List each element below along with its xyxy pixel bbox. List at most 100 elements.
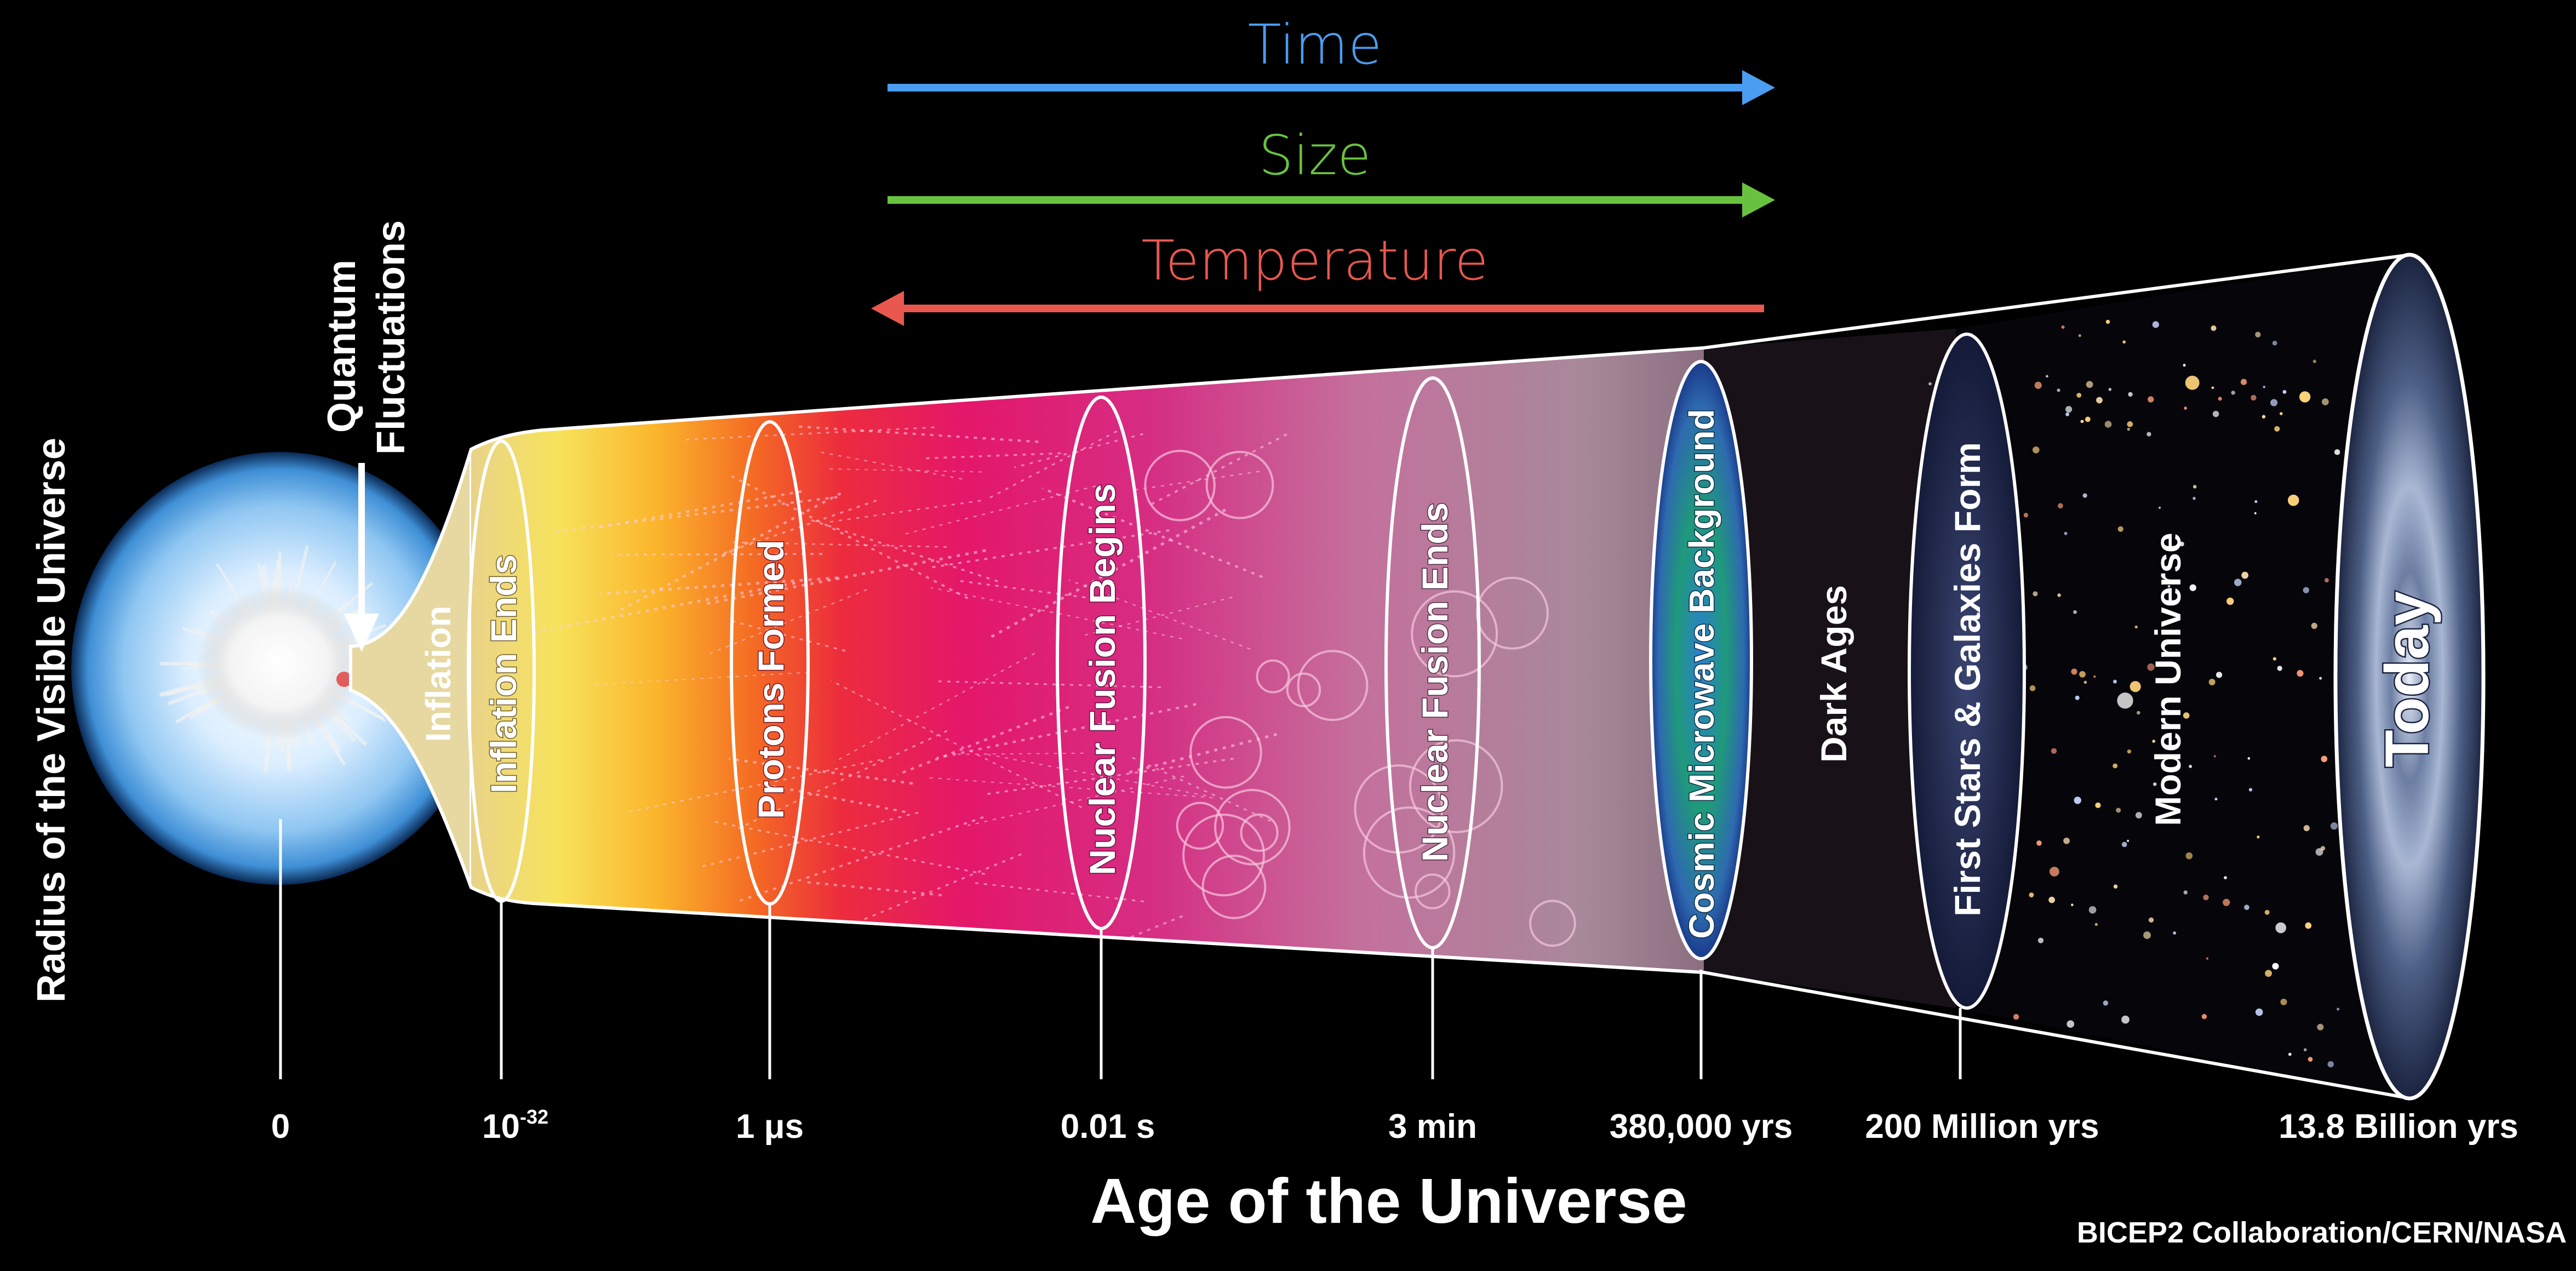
time-arrow: Time	[888, 13, 1775, 105]
galaxy-dot	[2078, 334, 2081, 337]
galaxy-dot	[2277, 666, 2282, 671]
galaxy-dot	[2021, 1068, 2024, 1070]
galaxy-dot	[2152, 321, 2160, 328]
galaxy-dot	[2137, 711, 2140, 715]
galaxy-dot	[2147, 663, 2155, 671]
galaxy-dot	[2288, 1052, 2292, 1056]
galaxy-dot	[2152, 740, 2156, 743]
galaxy-dot	[2049, 867, 2059, 877]
galaxy-dot	[2023, 513, 2029, 518]
tick-label-centisecond: 0.01 s	[1061, 1108, 1155, 1146]
image-credit: BICEP2 Collaboration/CERN/NASA	[2077, 1216, 2567, 1249]
galaxy-dot	[2224, 876, 2227, 879]
particle-swirl	[1189, 715, 1262, 789]
galaxy-dot	[2203, 894, 2209, 901]
galaxy-dot	[2211, 325, 2217, 331]
particle-swirl	[1256, 659, 1290, 694]
galaxy-dot	[2334, 449, 2340, 455]
galaxy-dot	[2116, 808, 2121, 813]
particle-swirl	[1144, 450, 1216, 522]
galaxy-dot	[2076, 392, 2082, 398]
galaxy-dot	[2083, 680, 2087, 684]
galaxy-dot	[2121, 1063, 2129, 1072]
disk-cmb	[1649, 360, 1753, 960]
galaxy-dot	[2274, 426, 2280, 432]
galaxy-dot	[2303, 825, 2310, 832]
galaxy-dot	[2317, 1023, 2324, 1030]
galaxy-dot	[2127, 421, 2133, 427]
galaxy-dot	[2146, 432, 2151, 437]
galaxy-dot	[2282, 390, 2287, 394]
galaxy-dot	[2322, 398, 2329, 405]
particle-swirl	[1182, 814, 1266, 897]
particle-streak	[531, 581, 796, 634]
particle-swirl	[1297, 650, 1369, 722]
particle-streak	[707, 589, 867, 656]
galaxy-dot	[2088, 906, 2097, 914]
galaxy-dot	[2321, 755, 2328, 763]
galaxy-dot	[2251, 394, 2257, 401]
tick-label-planck: 10-32	[482, 1106, 548, 1146]
galaxy-dot	[2206, 957, 2209, 960]
galaxy-dot	[2121, 841, 2127, 848]
galaxy-dot	[2105, 319, 2110, 324]
particle-streak	[1068, 579, 1251, 650]
tick-label-zero: 0	[271, 1108, 290, 1146]
galaxy-dot	[2272, 340, 2277, 346]
galaxy-dot	[2216, 672, 2223, 678]
galaxy-dot	[2034, 381, 2042, 389]
particle-streak	[731, 475, 969, 599]
galaxy-dot	[2117, 692, 2133, 709]
galaxy-dot	[2037, 937, 2044, 943]
galaxy-dot	[2254, 500, 2258, 503]
epoch-label-inflation-ends: Inflation Ends	[483, 554, 524, 793]
galaxy-dot	[2279, 412, 2283, 415]
galaxy-dot	[2057, 388, 2060, 392]
particle-streak	[713, 821, 985, 875]
epoch-label-fusion-ends: Nuclear Fusion Ends	[1415, 502, 1455, 862]
galaxy-dot	[2153, 782, 2157, 786]
galaxy-dot	[2255, 331, 2261, 337]
particle-swirl	[1286, 672, 1321, 708]
tick-label-planck-base: 10	[482, 1108, 520, 1146]
galaxy-dot	[2095, 802, 2101, 809]
particle-swirl	[1414, 873, 1451, 909]
galaxy-dot	[2254, 512, 2257, 514]
particle-streak	[809, 518, 998, 582]
galaxy-dot	[2315, 848, 2323, 856]
star-dot	[1928, 382, 1932, 386]
galaxy-dot	[2079, 671, 2086, 678]
particle-swirl	[1411, 590, 1498, 678]
galaxy-dot	[2319, 677, 2322, 680]
galaxy-dot	[2183, 712, 2190, 719]
galaxy-dot	[2214, 798, 2218, 801]
particle-streak	[728, 541, 947, 548]
galaxy-dot	[2231, 391, 2235, 395]
galaxy-dot	[2065, 405, 2073, 413]
galaxy-dot	[2134, 625, 2138, 629]
galaxy-dot	[2127, 749, 2132, 754]
particle-swirl	[1214, 789, 1291, 866]
particle-streak	[986, 508, 1227, 640]
galaxy-dot	[2185, 375, 2200, 390]
galaxy-dot	[2061, 325, 2065, 329]
particle-streak	[984, 758, 1234, 795]
temperature-arrow-label: Temperature	[1141, 228, 1488, 293]
galaxy-dot	[2048, 1046, 2056, 1054]
galaxy-dot	[2264, 909, 2270, 915]
time-arrow-label: Time	[1248, 13, 1382, 77]
galaxy-dot	[2130, 681, 2141, 692]
epoch-label-protons-formed: Protons Formed	[751, 540, 791, 819]
galaxy-dot	[2127, 427, 2131, 431]
galaxy-dot	[2121, 1015, 2130, 1024]
galaxy-dot	[2063, 837, 2070, 844]
galaxy-dot	[2144, 1070, 2148, 1074]
galaxy-dot	[2086, 381, 2093, 388]
particle-streak	[968, 775, 1184, 826]
quantum-label-line2: Fluctuations	[369, 220, 413, 455]
galaxy-dot	[2303, 587, 2309, 593]
galaxy-dot	[2287, 494, 2299, 506]
galaxy-dot	[2183, 364, 2186, 367]
